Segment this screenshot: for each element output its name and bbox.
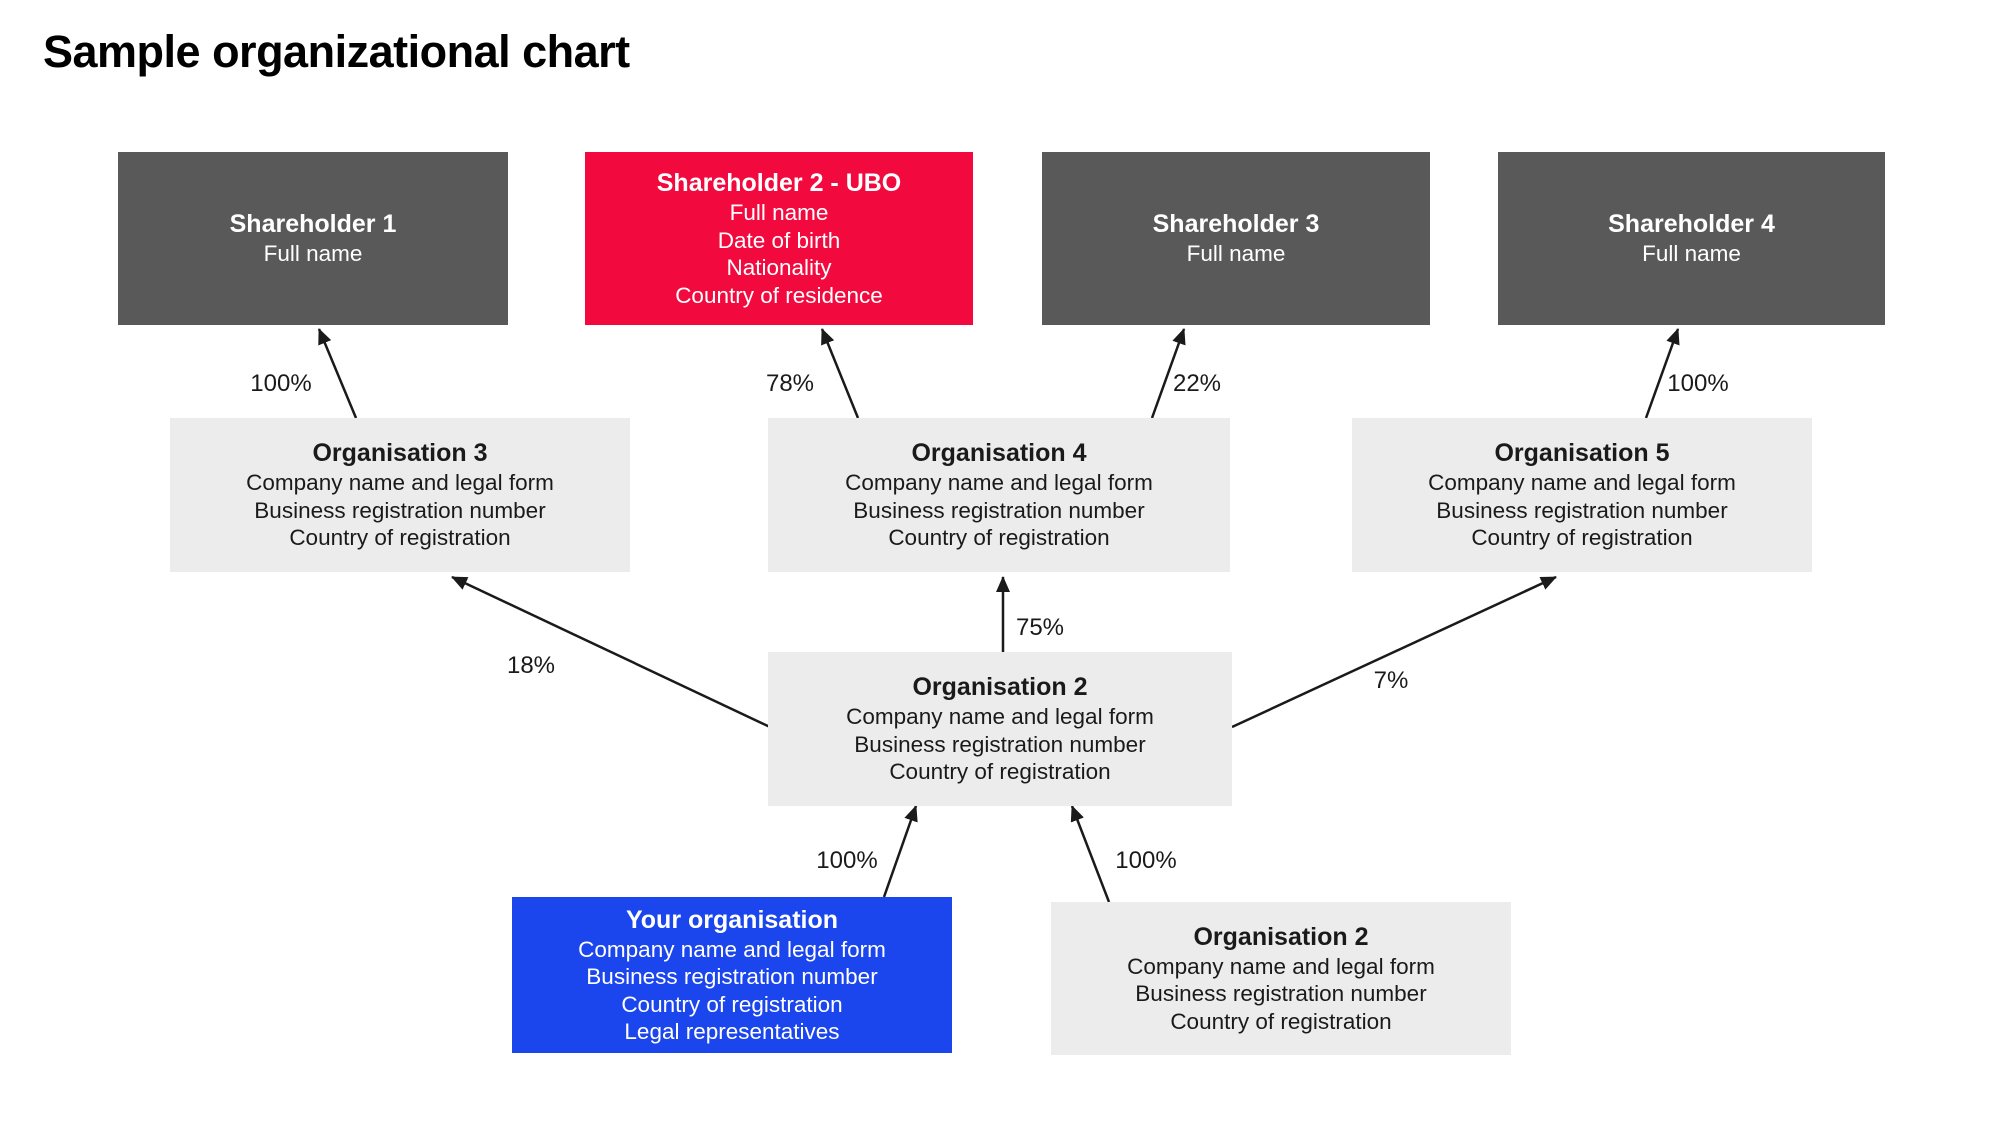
node-detail-line: Business registration number: [586, 964, 878, 989]
node-detail-line: Country of residence: [675, 282, 883, 308]
ownership-percentage-label: 22%: [1172, 370, 1222, 397]
ownership-arrow-organisation-3-to-shareholder-1: [317, 328, 358, 419]
node-title: Shareholder 2 - UBO: [656, 169, 902, 197]
node-detail-line: Country of registration: [621, 991, 843, 1017]
node-detail-line: Business registration number: [254, 497, 546, 523]
ownership-percentage-label: 100%: [1115, 847, 1177, 874]
node-detail-line: Full name: [729, 200, 829, 225]
node-detail-line: Date of birth: [717, 227, 841, 253]
node-detail-line: Company name and legal form: [246, 470, 554, 496]
ownership-percentage-label: 100%: [816, 847, 878, 874]
ownership-percentage-label: 7%: [1373, 667, 1409, 694]
node-detail-line: Company name and legal form: [846, 704, 1154, 730]
node-detail-line: Country of registration: [1170, 1008, 1392, 1034]
node-title: Organisation 5: [1494, 439, 1670, 468]
ownership-percentage-label: 18%: [506, 652, 556, 679]
node-title: Organisation 2: [1193, 922, 1369, 951]
node-title: Organisation 2: [912, 673, 1088, 702]
ownership-arrow-organisation-2-mid-to-organisation-3: [451, 575, 771, 729]
node-detail-line: Country of registration: [888, 525, 1110, 551]
node-detail-line: Business registration number: [1436, 497, 1728, 523]
ownership-arrow-organisation-4-to-shareholder-2-ubo: [820, 328, 860, 419]
node-detail-line: Legal representatives: [624, 1019, 840, 1044]
ownership-percentage-label: 100%: [250, 370, 312, 397]
node-title: Shareholder 1: [229, 210, 397, 239]
node-title: Organisation 3: [312, 439, 488, 468]
node-detail-line: Nationality: [726, 255, 832, 280]
node-detail-line: Company name and legal form: [845, 470, 1153, 496]
node-detail-line: Country of registration: [289, 525, 511, 551]
node-title: Organisation 4: [911, 439, 1087, 468]
node-detail-line: Company name and legal form: [578, 936, 886, 962]
ownership-percentage-label: 100%: [1667, 370, 1729, 397]
node-detail-line: Full name: [1642, 241, 1741, 267]
node-detail-line: Country of registration: [889, 759, 1111, 785]
node-detail-line: Company name and legal form: [1428, 470, 1736, 496]
node-detail-line: Business registration number: [854, 731, 1146, 757]
ownership-arrow-organisation-2-bottom-to-organisation-2-mid: [1070, 805, 1111, 903]
ownership-arrow-your-organisation-to-organisation-2-mid: [882, 805, 918, 898]
ownership-arrow-organisation-2-mid-to-organisation-5: [1231, 575, 1557, 729]
node-detail-line: Company name and legal form: [1127, 953, 1435, 979]
node-detail-line: Business registration number: [853, 497, 1145, 523]
page-title: Sample organizational chart: [43, 26, 630, 77]
ownership-percentage-label: 75%: [1015, 614, 1065, 641]
node-title: Shareholder 4: [1608, 210, 1775, 239]
node-detail-line: Full name: [1186, 241, 1286, 267]
node-detail-line: Business registration number: [1135, 981, 1427, 1007]
node-detail-line: Full name: [263, 241, 363, 267]
node-title: Shareholder 3: [1152, 210, 1320, 239]
node-detail-line: Country of registration: [1471, 525, 1693, 551]
node-title: Your organisation: [625, 905, 839, 934]
ownership-percentage-label: 78%: [765, 370, 815, 397]
